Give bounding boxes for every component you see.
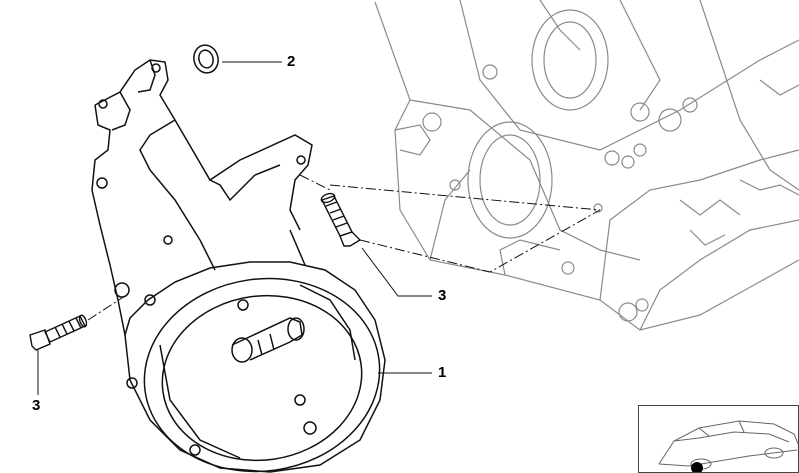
- vehicle-location-thumbnail: [638, 405, 799, 473]
- bolt-part-3-lower: [29, 314, 88, 351]
- engine-block-ghost: [374, 0, 799, 331]
- callout-3-upper: 3: [438, 287, 447, 304]
- callout-1: 1: [438, 364, 447, 381]
- bolt-part-3-upper: [320, 192, 362, 247]
- leader-lines: [37, 61, 432, 395]
- callout-2: 2: [287, 53, 296, 70]
- location-marker-icon: [691, 462, 703, 472]
- sealing-ring-part-2: [193, 44, 219, 74]
- housing-part-1: [91, 59, 386, 473]
- callout-3-lower: 3: [32, 397, 41, 414]
- car-silhouette-icon: [658, 420, 798, 472]
- alignment-lines: [87, 174, 601, 321]
